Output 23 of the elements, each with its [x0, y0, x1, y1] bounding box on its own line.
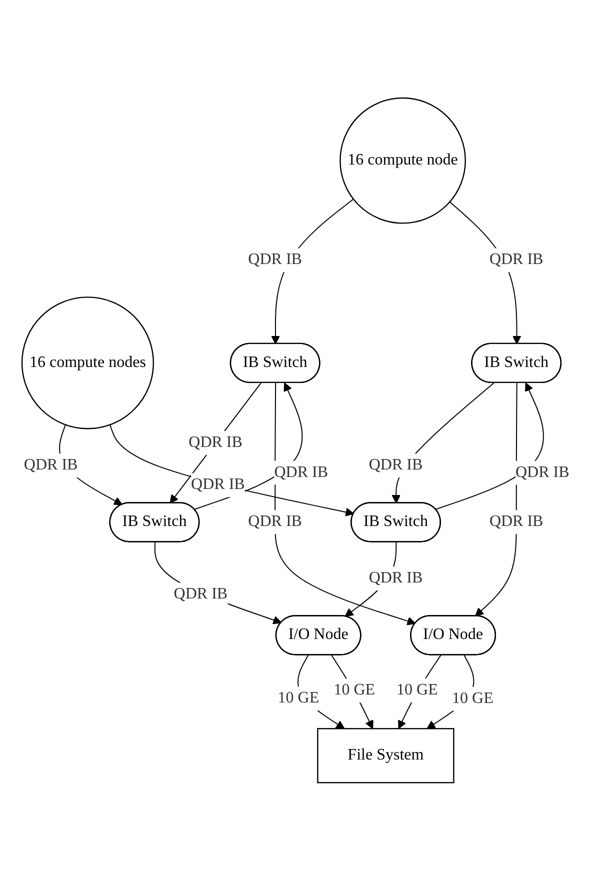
edge-label: 10 GE — [278, 689, 320, 706]
arrow — [170, 382, 262, 504]
edge-label: 10 GE — [396, 681, 438, 698]
edge-label: QDR IB — [248, 250, 302, 268]
edge-label: QDR IB — [369, 569, 423, 586]
edge-label: QDR IB — [490, 512, 544, 530]
node-circle: 16 compute nodes — [22, 296, 154, 429]
edge-label: QDR IB — [174, 585, 228, 602]
arrow — [154, 541, 282, 624]
edge-label: QDR IB — [369, 456, 423, 474]
node-circle: 16 compute node — [340, 97, 466, 224]
edge-label: 10 GE — [452, 689, 494, 706]
arrow — [110, 424, 355, 516]
edge-label: QDR IB — [188, 434, 243, 451]
edge-label: QDR IB — [516, 463, 570, 480]
edge-label: QDR IB — [24, 456, 78, 474]
edge-label: 10 GE — [334, 681, 376, 698]
node-box: File System — [317, 728, 455, 783]
edge-label: QDR IB — [490, 250, 544, 268]
edge-label: QDR IB — [248, 512, 302, 530]
edge-label: QDR IB — [191, 476, 246, 493]
arrow — [274, 382, 416, 625]
edge-label: QDR IB — [274, 463, 328, 480]
